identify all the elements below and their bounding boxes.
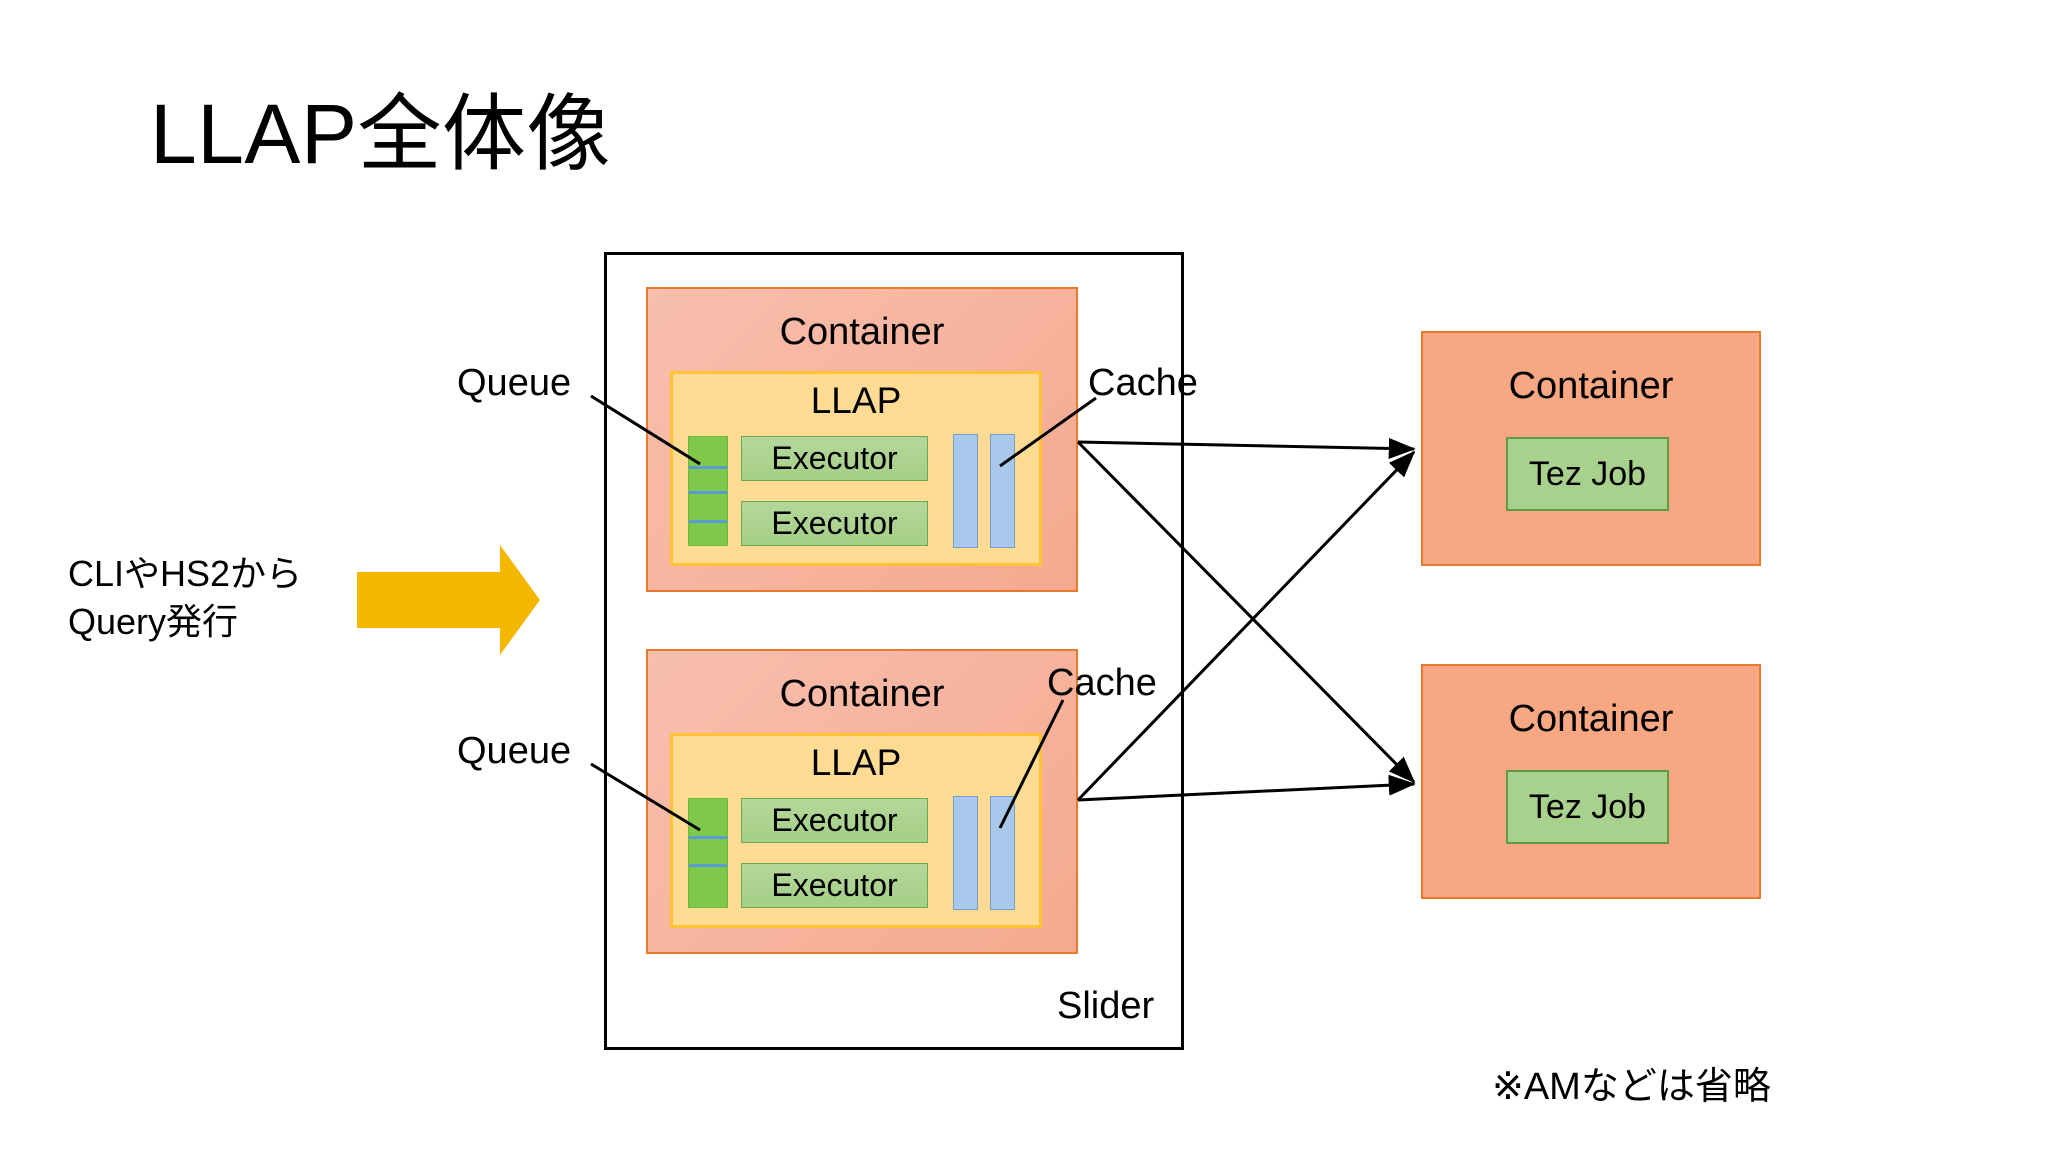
footnote: ※AMなどは省略 [1492, 1066, 1771, 1108]
container-heading: Container [779, 311, 945, 353]
executor-box: Executor [741, 798, 928, 843]
executor-box: Executor [741, 501, 928, 546]
cache-label-1: Cache [1088, 362, 1198, 404]
cache-label-2: Cache [1047, 662, 1157, 704]
executor-box: Executor [741, 863, 928, 908]
tez-job-box: Tez Job [1506, 770, 1669, 844]
query-source-caption: CLIやHS2から Query発行 [68, 550, 302, 645]
llap-box-1: LLAP Executor Executor [670, 371, 1042, 566]
queue-divider [689, 466, 727, 470]
tez-container-1: Container Tez Job [1421, 331, 1761, 566]
llap-heading: LLAP [810, 380, 902, 421]
cache-bar [953, 796, 978, 910]
container-heading: Container [1508, 365, 1674, 407]
executor-box: Executor [741, 436, 928, 481]
query-caption-line1: CLIやHS2から [68, 553, 303, 594]
queue-divider [689, 491, 727, 494]
query-caption-line2: Query発行 [68, 600, 239, 642]
queue-stack-2 [688, 798, 728, 908]
queue-divider [689, 863, 727, 867]
container-heading: Container [1508, 698, 1674, 740]
tez-container-2: Container Tez Job [1421, 664, 1761, 899]
cache-bar [990, 796, 1015, 910]
llap-container-2: Container LLAP Executor Executor [646, 649, 1078, 954]
llap-heading: LLAP [810, 742, 902, 783]
llap-container-1: Container LLAP Executor Executor [646, 287, 1078, 592]
llap-box-2: LLAP Executor Executor [670, 733, 1042, 928]
tez-job-box: Tez Job [1506, 437, 1669, 511]
page-title: LLAP全体像 [150, 87, 611, 181]
container-heading: Container [779, 673, 945, 715]
queue-divider [689, 520, 727, 524]
cache-bar [990, 434, 1015, 548]
cache-bar [953, 434, 978, 548]
right-arrow-icon [357, 545, 540, 655]
queue-divider [689, 835, 727, 839]
queue-label-2: Queue [457, 730, 572, 772]
queue-label-1: Queue [457, 362, 572, 404]
slider-label: Slider [1057, 985, 1155, 1027]
queue-stack-1 [688, 436, 728, 546]
